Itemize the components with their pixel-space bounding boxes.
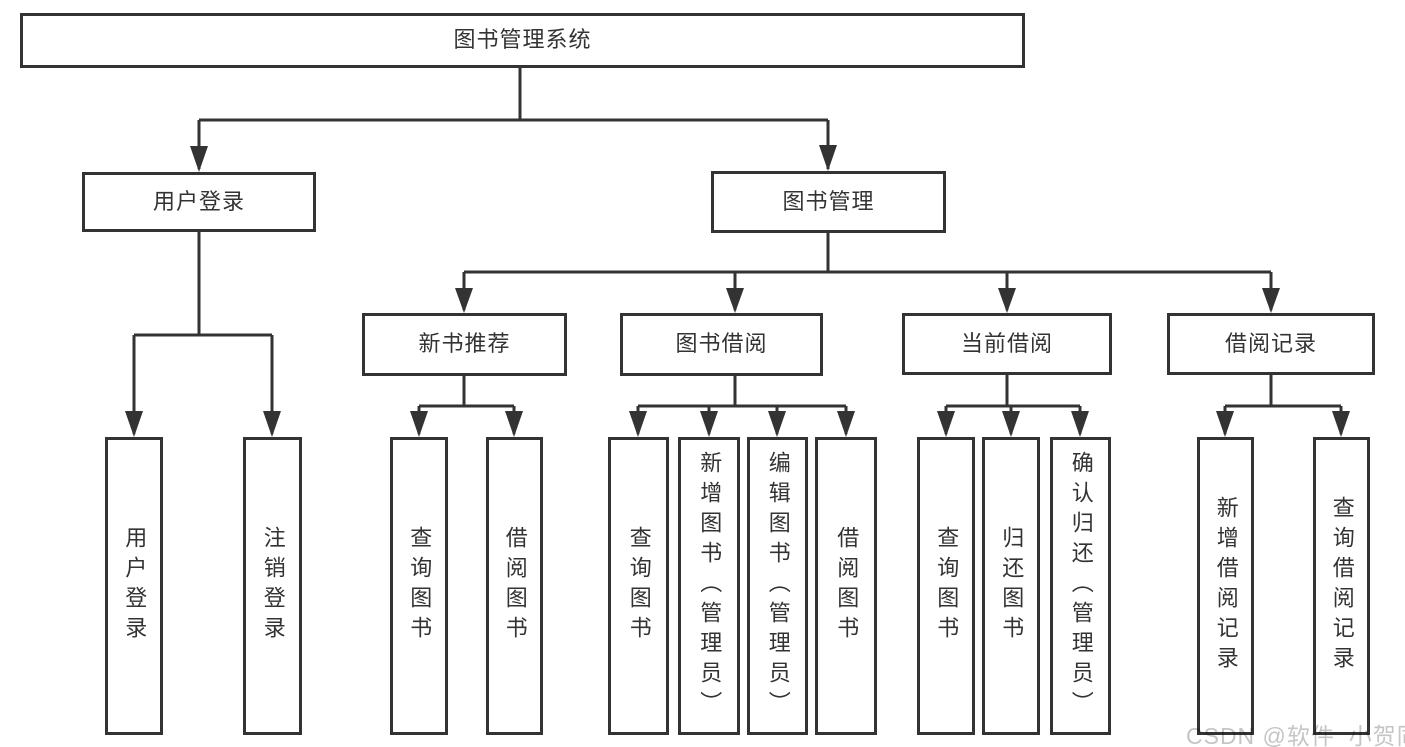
node-leaf-return-books: 归还图书 bbox=[982, 437, 1040, 735]
node-leaf-query-books-1: 查询图书 bbox=[390, 437, 448, 735]
node-leaf-add-borrow-record: 新增借阅记录 bbox=[1197, 437, 1254, 735]
node-leaf-user-login: 用户登录 bbox=[105, 437, 163, 735]
node-leaf-borrow-books-1: 借阅图书 bbox=[486, 437, 543, 735]
node-leaf-edit-book-admin: 编辑图书（管理员） bbox=[747, 437, 808, 735]
node-leaf-query-borrow-record: 查询借阅记录 bbox=[1313, 437, 1370, 735]
node-borrow-records: 借阅记录 bbox=[1167, 313, 1375, 375]
watermark: CSDN @软件_小贺同学 bbox=[1186, 723, 1405, 747]
node-leaf-query-books-3: 查询图书 bbox=[917, 437, 975, 735]
node-leaf-logout: 注销登录 bbox=[243, 437, 302, 735]
node-root: 图书管理系统 bbox=[20, 13, 1025, 68]
node-user-login: 用户登录 bbox=[82, 172, 316, 232]
node-new-book-recommend: 新书推荐 bbox=[362, 313, 567, 376]
node-current-borrow: 当前借阅 bbox=[902, 313, 1112, 375]
node-leaf-add-book-admin: 新增图书（管理员） bbox=[678, 437, 740, 735]
node-leaf-borrow-books-2: 借阅图书 bbox=[815, 437, 877, 735]
node-book-management: 图书管理 bbox=[711, 171, 946, 233]
node-leaf-query-books-2: 查询图书 bbox=[608, 437, 669, 735]
node-leaf-confirm-return-admin: 确认归还（管理员） bbox=[1050, 437, 1111, 735]
arrowheads bbox=[125, 145, 1350, 437]
node-book-borrow: 图书借阅 bbox=[620, 313, 823, 376]
